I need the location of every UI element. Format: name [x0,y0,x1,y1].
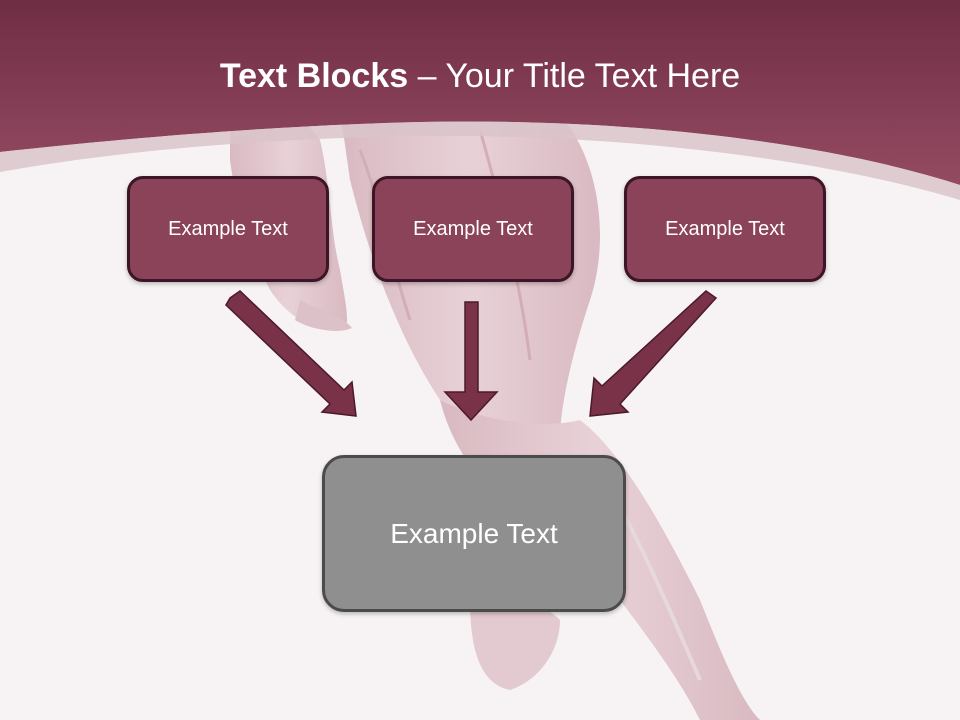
text-block-left-label: Example Text [168,217,288,240]
text-block-right-label: Example Text [665,217,785,240]
text-block-bottom-label: Example Text [390,517,558,549]
text-block-middle[interactable]: Example Text [372,176,574,282]
page-title: Text Blocks – Your Title Text Here [0,48,960,104]
title-bold-part: Text Blocks [219,57,409,95]
text-block-middle-label: Example Text [413,217,533,240]
text-block-bottom[interactable]: Example Text [322,455,626,612]
text-block-right[interactable]: Example Text [624,176,826,282]
title-rest-part: – Your Title Text Here [408,57,741,95]
text-block-left[interactable]: Example Text [127,176,329,282]
